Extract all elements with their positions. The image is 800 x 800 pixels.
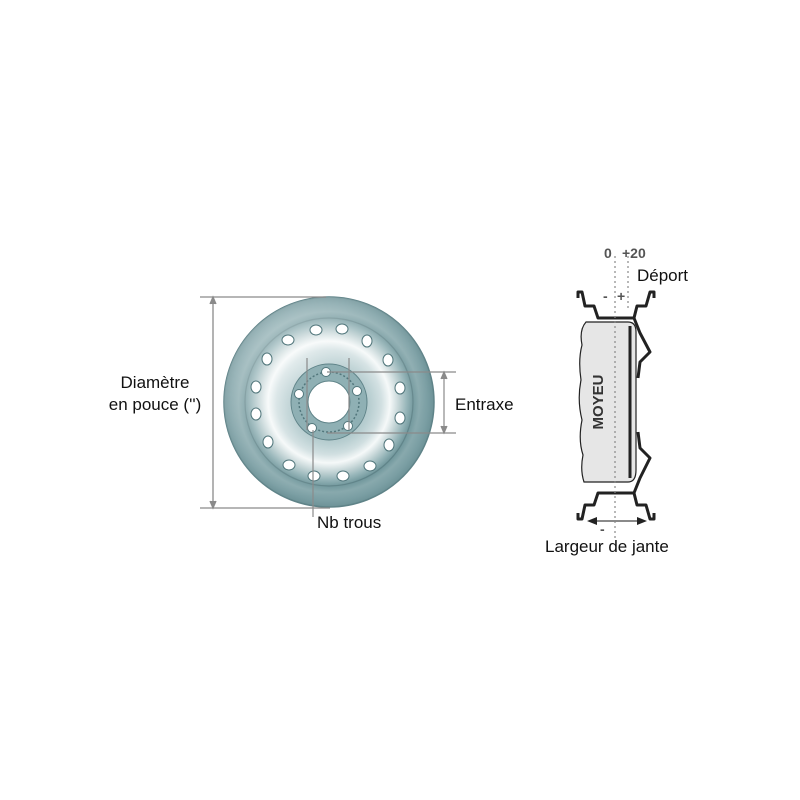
offset-zero-value: 0 [604,245,612,261]
bolt-pattern-label: Entraxe [455,395,514,414]
diameter-dimension [200,295,330,510]
hub-label: MOYEU [590,374,607,429]
rim-width-minus-sign: - [600,521,605,537]
diameter-label: Diamètre en pouce ('') [100,372,210,416]
diameter-label-line2: en pouce ('') [108,395,202,414]
bolt-pattern-dimension [306,358,456,435]
hole-count-label: Nb trous [317,513,382,532]
ventilation-holes [250,323,406,482]
offset-plus-sign: + [617,288,626,304]
diameter-label-line1: Diamètre [120,373,190,392]
rim-side-profile [576,256,656,540]
wheel-front-view [223,296,435,508]
rim-width-label: Largeur de jante [545,537,669,556]
offset-minus-sign: - [603,288,608,304]
center-bore [307,380,351,424]
offset-label: Déport [637,266,689,285]
bolt-holes [294,367,362,433]
offset-plus20-value: +20 [622,245,646,261]
hub-block [578,321,637,483]
